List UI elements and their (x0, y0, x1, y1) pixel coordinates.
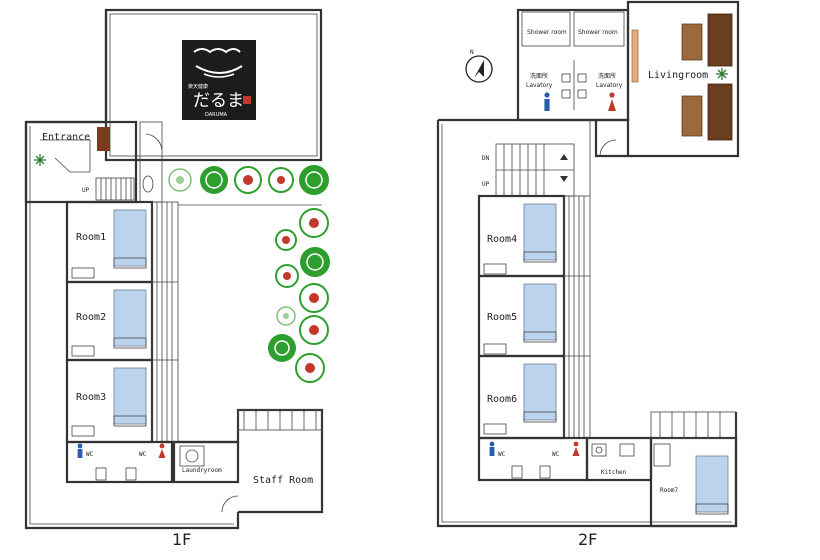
female-icon (572, 441, 580, 456)
laundry-room-wall (172, 440, 240, 484)
blossom-tree-icon (275, 264, 299, 288)
north-compass-icon: N (465, 49, 493, 83)
logo-sub-text: DARUMA (205, 112, 228, 118)
female-icon (608, 92, 616, 111)
wc-label-female: WC (139, 451, 147, 458)
room3-label: Room3 (76, 392, 106, 403)
tree-icon (299, 165, 329, 195)
wc-label-female-2f: WC (552, 451, 560, 458)
washroom-right-en-label: Lavatory (596, 82, 623, 89)
first-floor-deck (151, 201, 179, 443)
logo-small-text: 楽天健康 (188, 83, 208, 90)
second-floor-dn-label: DN (482, 155, 490, 162)
room4-bed (523, 203, 557, 261)
second-floor-stairs (495, 143, 575, 197)
washroom-left-en-label: Lavatory (526, 82, 553, 89)
room1-label: Room1 (76, 232, 106, 243)
living-plant-icon (716, 68, 728, 80)
first-floor-wc (65, 440, 174, 484)
blossom-tree-icon (234, 166, 262, 194)
washroom-left-jp-label: 洗面所 (530, 72, 548, 80)
male-icon (489, 441, 495, 456)
entrance-label: Entrance (42, 132, 90, 143)
living-room-wall (626, 0, 740, 158)
wc-label-male: WC (86, 451, 94, 458)
tree-icon (168, 168, 192, 192)
first-floor-plan (24, 8, 324, 530)
room7-bed (695, 455, 729, 513)
second-floor-plan (436, 0, 740, 528)
room6-bed (523, 363, 557, 421)
blossom-tree-icon (295, 353, 325, 383)
first-floor-label: 1F (172, 530, 191, 549)
room3-bed (113, 367, 147, 425)
blossom-tree-icon (268, 167, 294, 193)
second-floor-up-label: UP (482, 181, 490, 188)
washroom-right-jp-label: 洗面所 (598, 72, 616, 80)
room7-label: Room7 (660, 487, 678, 494)
blossom-tree-icon (299, 283, 329, 313)
blossom-tree-icon (299, 208, 329, 238)
room1-bed (113, 209, 147, 267)
room5-bed (523, 283, 557, 341)
female-icon (158, 443, 166, 458)
tree-icon (300, 247, 330, 277)
room5-label: Room5 (487, 312, 517, 323)
garden-trees (168, 165, 330, 383)
tree-icon (200, 166, 228, 194)
blossom-tree-icon (275, 229, 297, 251)
first-floor-up-label: UP (82, 187, 90, 194)
staff-room-label: Staff Room (253, 475, 313, 486)
shower-room-left-label: Shower room (527, 29, 567, 36)
entrance-plant-icon (34, 154, 46, 166)
wc-label-male-2f: WC (498, 451, 506, 458)
male-icon (544, 92, 550, 111)
room2-bed (113, 289, 147, 347)
tree-icon (276, 306, 296, 326)
living-room-label: Livingroom (648, 70, 708, 81)
tree-icon (268, 334, 296, 362)
room4-label: Room4 (487, 234, 517, 245)
room2-label: Room2 (76, 312, 106, 323)
logo-main-text: だるま (193, 91, 244, 111)
laundry-room-label: Laundryroom (182, 467, 222, 474)
compass-north-label: N (470, 49, 474, 56)
second-floor-deck (563, 195, 591, 439)
first-floor-stairs (95, 177, 135, 201)
second-floor-wc (477, 436, 589, 482)
male-icon (77, 443, 83, 458)
kitchen-label: Kitchen (601, 469, 627, 476)
daruma-logo: 楽天健康 だるま DARUMA (182, 40, 256, 120)
room6-label: Room6 (487, 394, 517, 405)
shower-room-right-label: Shower room (578, 29, 618, 36)
blossom-tree-icon (299, 315, 329, 345)
second-floor-label: 2F (578, 530, 597, 549)
shoe-cabinet (97, 127, 110, 151)
